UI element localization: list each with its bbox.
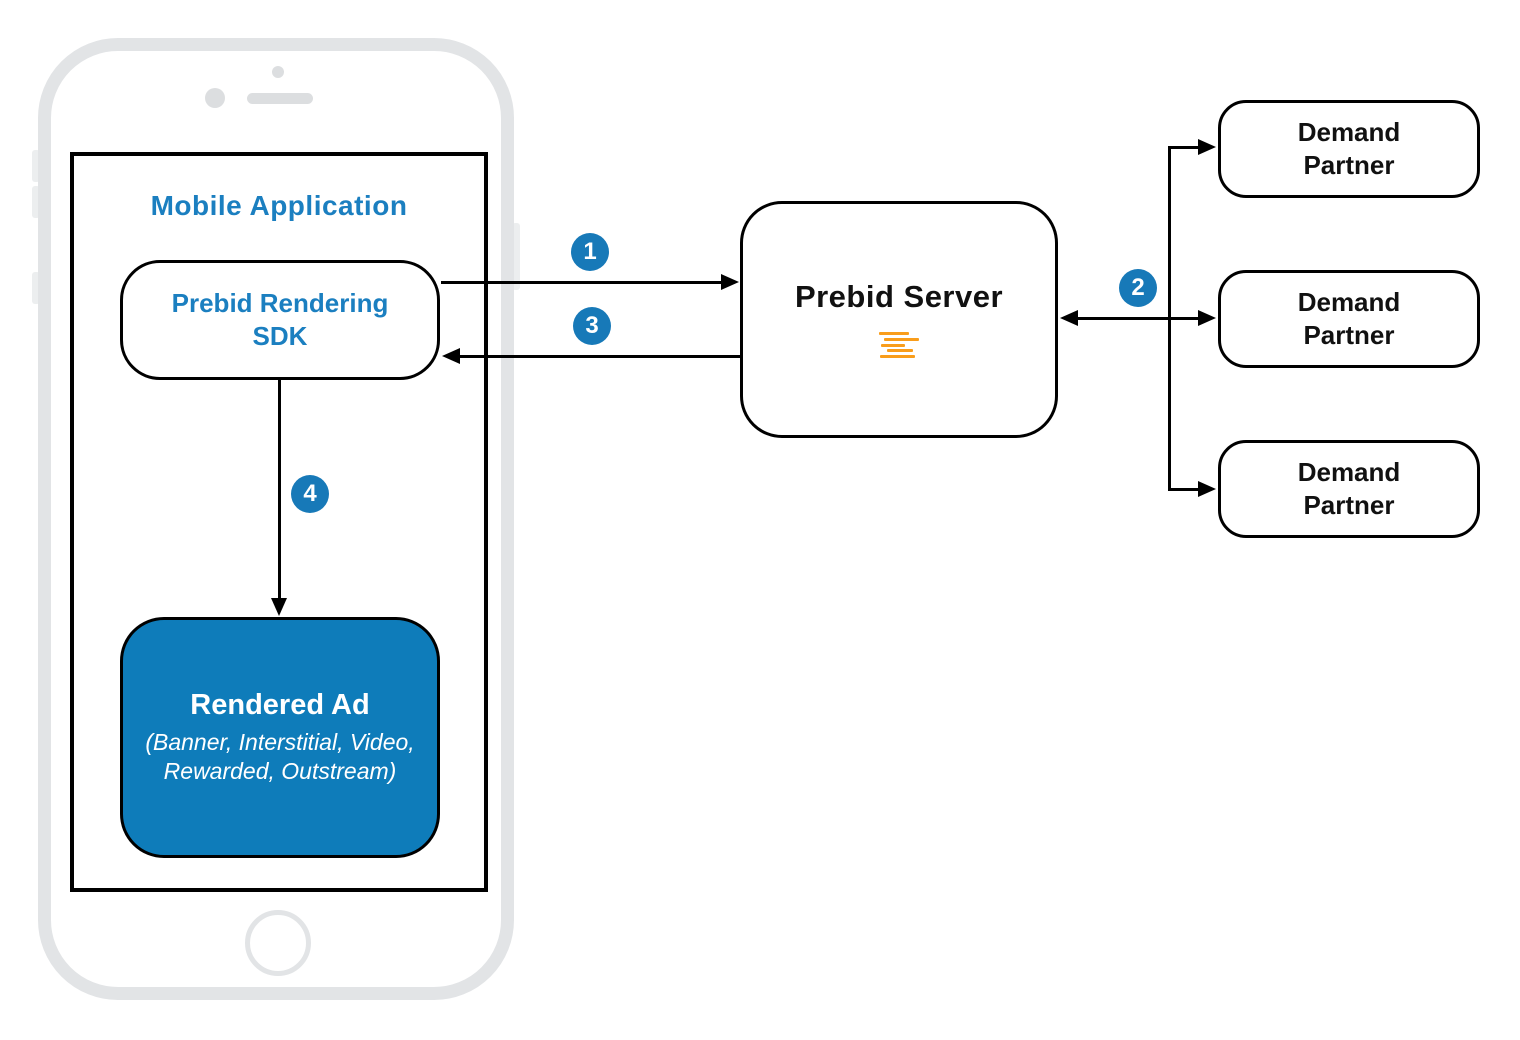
rendered-ad-node: Rendered Ad (Banner, Interstitial, Video… — [120, 617, 440, 858]
demand-partner-2-line1: Demand — [1297, 287, 1401, 317]
demand-partner-3-line1: Demand — [1297, 457, 1401, 487]
demand-branch-vertical-line — [1168, 147, 1171, 491]
demand-partner-node-1: Demand Partner — [1218, 100, 1480, 198]
phone-speaker-bar — [247, 93, 313, 104]
step-badge-2: 2 — [1119, 269, 1157, 307]
prebid-server-label: Prebid Server — [794, 278, 1004, 314]
phone-camera-dot — [272, 66, 284, 78]
step-badge-3: 3 — [573, 307, 611, 345]
phone-sensor-dot — [205, 88, 225, 108]
prebid-rendering-sdk-node: Prebid Rendering SDK — [120, 260, 440, 380]
phone-volume-up-button — [32, 186, 40, 218]
arrow-server-to-sdk-head — [442, 348, 460, 364]
demand-partner-3-line2: Partner — [1303, 490, 1395, 520]
rendered-ad-title: Rendered Ad — [190, 689, 370, 721]
arrow-server-to-sdk-line — [459, 355, 740, 358]
demand-partner-node-3: Demand Partner — [1218, 440, 1480, 538]
rendered-ad-subtitle-line2: Rewarded, Outstream) — [163, 758, 397, 784]
arrow-demand-to-server-head — [1060, 310, 1078, 326]
sdk-label-line1: Prebid Rendering — [171, 288, 389, 318]
arrow-sdk-to-server-head — [721, 274, 739, 290]
phone-power-button — [512, 223, 520, 290]
prebid-server-node: Prebid Server — [740, 201, 1058, 438]
mobile-application-title: Mobile Application — [150, 190, 408, 221]
demand-partner-node-2: Demand Partner — [1218, 270, 1480, 368]
arrow-server-to-demand3-head — [1198, 481, 1216, 497]
demand-partner-2-line2: Partner — [1303, 320, 1395, 350]
phone-volume-down-button — [32, 272, 40, 304]
arrow-server-demand-main-line — [1076, 317, 1200, 320]
demand-branch-bottom-line — [1168, 488, 1200, 491]
sdk-label-line2: SDK — [252, 321, 308, 351]
prebid-lines-icon — [876, 329, 922, 361]
phone-mute-switch — [32, 150, 40, 182]
demand-partner-1-line2: Partner — [1303, 150, 1395, 180]
step-badge-1: 1 — [571, 233, 609, 271]
phone-home-button — [245, 910, 311, 976]
demand-branch-top-line — [1168, 146, 1200, 149]
rendered-ad-subtitle-line1: (Banner, Interstitial, Video, — [145, 729, 415, 755]
demand-partner-1-line1: Demand — [1297, 117, 1401, 147]
arrow-server-to-demand1-head — [1198, 139, 1216, 155]
arrow-sdk-to-ad-line — [278, 380, 281, 600]
arrow-server-to-demand2-head — [1198, 310, 1216, 326]
arrow-sdk-to-server-line — [441, 281, 723, 284]
arrow-sdk-to-ad-head — [271, 598, 287, 616]
step-badge-4: 4 — [291, 475, 329, 513]
